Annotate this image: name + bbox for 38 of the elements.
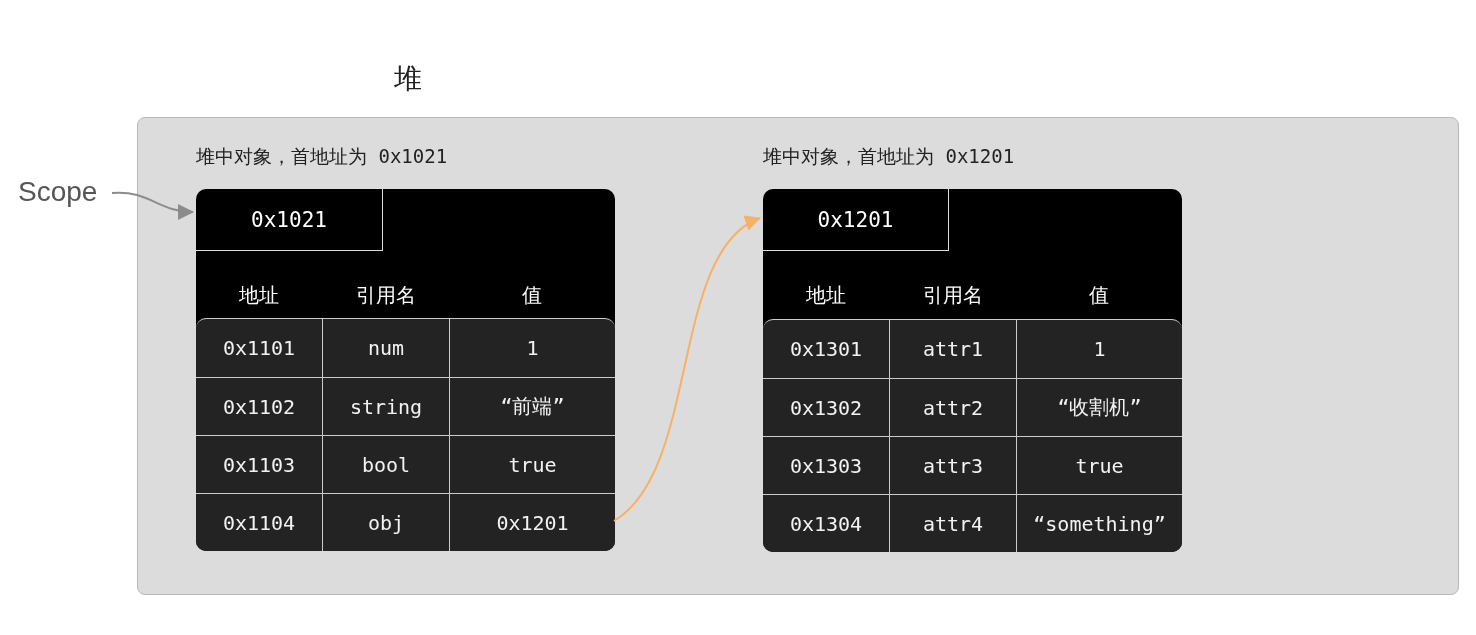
card-heading: 堆中对象，首地址为 0x1021 bbox=[196, 144, 448, 169]
card-heading: 堆中对象，首地址为 0x1201 bbox=[763, 144, 1015, 169]
column-header: 值 bbox=[521, 281, 543, 309]
table-cell: true bbox=[449, 435, 615, 493]
table-cell: “something” bbox=[1016, 494, 1182, 552]
table-cell: “收割机” bbox=[1016, 378, 1182, 436]
scope-label: Scope bbox=[18, 174, 116, 210]
column-header: 地址 bbox=[805, 281, 847, 309]
heap-heading: 堆 bbox=[394, 61, 422, 97]
table-cell: 0x1104 bbox=[196, 493, 322, 551]
table-cell-text: 0x1101 bbox=[221, 335, 297, 362]
address-tab: 0x1021 bbox=[196, 189, 383, 251]
table-cell: obj bbox=[322, 493, 449, 551]
table-cell: true bbox=[1016, 436, 1182, 494]
table-cell: attr3 bbox=[889, 436, 1016, 494]
arrow bbox=[111, 191, 194, 220]
table-cell: 0x1303 bbox=[763, 436, 889, 494]
address-tab: 0x1201 bbox=[763, 189, 949, 251]
table-cell: 0x1302 bbox=[763, 378, 889, 436]
table-cell: 0x1103 bbox=[196, 435, 322, 493]
table-cell: 0x1201 bbox=[449, 493, 615, 551]
table-cell: attr1 bbox=[889, 320, 1016, 378]
table-cell: attr4 bbox=[889, 494, 1016, 552]
column-header: 地址 bbox=[238, 281, 280, 309]
table-cell: 0x1304 bbox=[763, 494, 889, 552]
table-cell-text: 0x1301 bbox=[788, 336, 864, 363]
table-cell: num bbox=[322, 319, 449, 377]
table-cell: “前端” bbox=[449, 377, 615, 435]
table-cell: string bbox=[322, 377, 449, 435]
table-cell: 1 bbox=[449, 319, 615, 377]
column-header: 引用名 bbox=[921, 281, 984, 309]
table-cell: bool bbox=[322, 435, 449, 493]
table-cell: 1 bbox=[1016, 320, 1182, 378]
table-cell: 0x1102 bbox=[196, 377, 322, 435]
arrow bbox=[613, 217, 761, 522]
column-header: 值 bbox=[1088, 281, 1110, 309]
table-cell: attr2 bbox=[889, 378, 1016, 436]
column-header: 引用名 bbox=[354, 281, 417, 309]
